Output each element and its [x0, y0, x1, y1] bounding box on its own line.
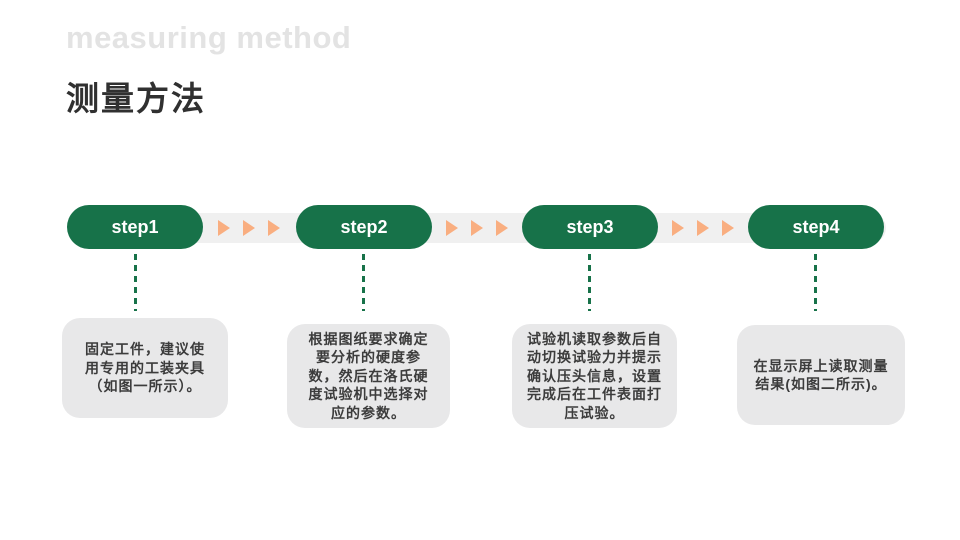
right-triangle-arrow-icon	[218, 220, 230, 236]
slide-subtitle-english: measuring method	[66, 20, 352, 55]
right-triangle-arrow-icon	[446, 220, 458, 236]
right-triangle-arrow-icon	[243, 220, 255, 236]
step3-dashed-connector	[588, 254, 591, 311]
step2-pill: step2	[296, 205, 432, 249]
step4-description-box: 在显示屏上读取测量结果(如图二所示)。	[737, 325, 905, 425]
step3-pill: step3	[522, 205, 658, 249]
step4-label: step4	[792, 216, 840, 237]
step1-pill: step1	[67, 205, 203, 249]
right-triangle-arrow-icon	[722, 220, 734, 236]
step2-description-box: 根据图纸要求确定要分析的硬度参数，然后在洛氏硬度试验机中选择对应的参数。	[287, 324, 450, 428]
step4-dashed-connector	[814, 254, 817, 311]
step2-description: 根据图纸要求确定要分析的硬度参数，然后在洛氏硬度试验机中选择对应的参数。	[308, 330, 429, 421]
step3-description: 试验机读取参数后自动切换试验力并提示确认压头信息，设置完成后在工件表面打压试验。	[527, 330, 662, 421]
right-triangle-arrow-icon	[697, 220, 709, 236]
step2-label: step2	[340, 216, 388, 237]
step4-description: 在显示屏上读取测量结果(如图二所示)。	[753, 357, 889, 393]
right-triangle-arrow-icon	[268, 220, 280, 236]
step3-description-box: 试验机读取参数后自动切换试验力并提示确认压头信息，设置完成后在工件表面打压试验。	[512, 324, 677, 428]
right-triangle-arrow-icon	[672, 220, 684, 236]
step3-label: step3	[566, 216, 614, 237]
step1-label: step1	[111, 216, 159, 237]
slide-title-chinese: 测量方法	[66, 80, 206, 117]
arrow-group-1	[207, 214, 291, 242]
right-triangle-arrow-icon	[496, 220, 508, 236]
step1-description-box: 固定工件，建议使用专用的工装夹具（如图一所示）。	[62, 318, 228, 418]
arrow-group-2	[435, 214, 519, 242]
step2-dashed-connector	[362, 254, 365, 311]
step4-pill: step4	[748, 205, 884, 249]
arrow-group-3	[661, 214, 745, 242]
step1-description: 固定工件，建议使用专用的工装夹具（如图一所示）。	[85, 341, 205, 395]
right-triangle-arrow-icon	[471, 220, 483, 236]
step1-dashed-connector	[134, 254, 137, 311]
